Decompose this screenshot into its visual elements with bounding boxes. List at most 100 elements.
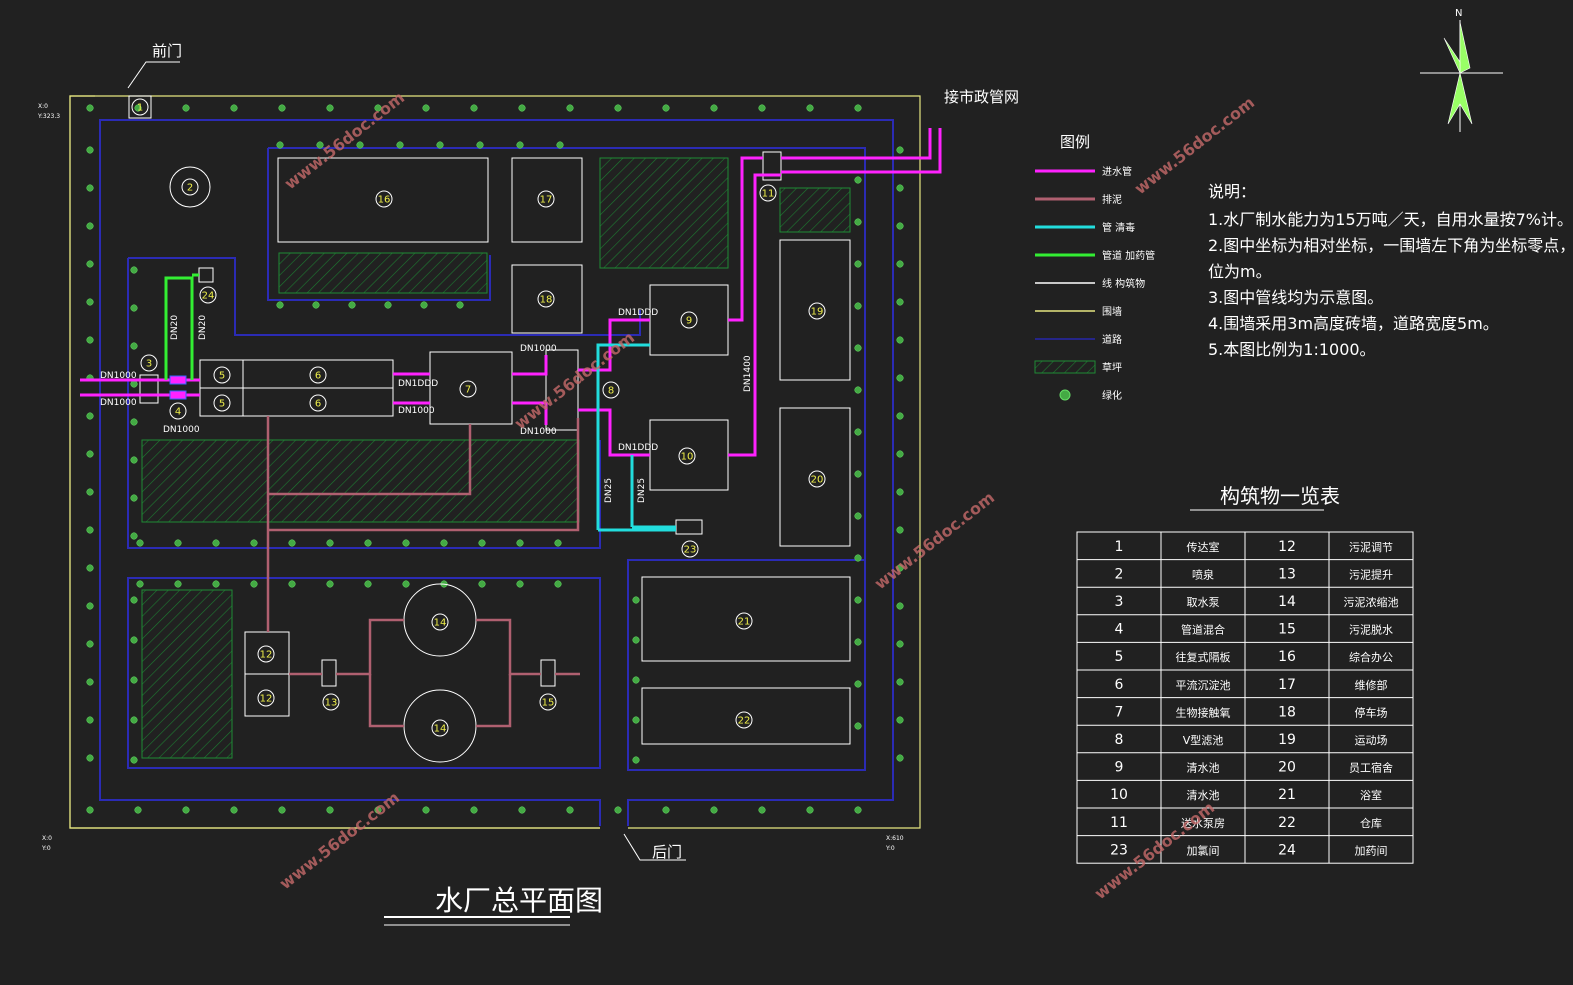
tree-symbol xyxy=(316,141,324,149)
tree-symbol xyxy=(230,104,238,112)
tree-symbol xyxy=(896,184,904,192)
tree-symbol xyxy=(86,526,94,534)
tree-symbol xyxy=(896,336,904,344)
table-cell: 2 xyxy=(1115,566,1124,582)
tree-symbol xyxy=(710,104,718,112)
legend-label: 排泥 xyxy=(1102,193,1122,206)
enclosure-wall-outline xyxy=(69,95,921,829)
structure-number: 6 xyxy=(315,371,321,382)
tree-symbol xyxy=(896,298,904,306)
structure-marker: 5 xyxy=(213,366,231,384)
tree-symbol xyxy=(130,418,138,426)
table-cell: 清水池 xyxy=(1187,762,1220,775)
structure-number: 22 xyxy=(738,716,751,727)
coord-label: Y:0 xyxy=(41,845,51,852)
tree-symbol xyxy=(854,554,862,562)
table-cell: 送水泵房 xyxy=(1181,816,1225,830)
tree-symbol xyxy=(896,526,904,534)
table-cell: 运动场 xyxy=(1355,733,1388,747)
pipe-label: DN20 xyxy=(170,315,180,340)
structure-marker: 2 xyxy=(181,178,199,196)
tree-symbol xyxy=(854,302,862,310)
drawing-title: 水厂总平面图 xyxy=(384,884,603,926)
tree-symbol xyxy=(86,260,94,268)
tree-symbol xyxy=(86,640,94,648)
tree-symbol xyxy=(896,146,904,154)
tree-symbol xyxy=(364,580,372,588)
tree-symbol xyxy=(632,716,640,724)
structure-marker: 20 xyxy=(808,470,826,488)
tree-symbol xyxy=(130,716,138,724)
structure-number: 14 xyxy=(434,618,447,629)
tree-symbol xyxy=(278,104,286,112)
coord-label: Y:0 xyxy=(885,845,895,852)
tree-symbol xyxy=(86,450,94,458)
tree-symbol xyxy=(230,806,238,814)
table-cell: 停车场 xyxy=(1355,705,1388,719)
table-cell: 传达室 xyxy=(1187,540,1220,554)
tree-symbol xyxy=(182,104,190,112)
table-cell: 4 xyxy=(1115,622,1124,638)
table-cell: 往复式隔板 xyxy=(1176,650,1231,664)
table-cell: 污泥脱水 xyxy=(1349,623,1393,637)
tree-symbol xyxy=(364,539,372,547)
coord-label: Y:323.3 xyxy=(37,113,60,120)
table-cell: 17 xyxy=(1278,677,1296,693)
table-cell: 平流沉淀池 xyxy=(1176,678,1231,692)
tree-symbol xyxy=(130,596,138,604)
tree-symbol xyxy=(436,141,444,149)
tree-symbol xyxy=(896,374,904,382)
note-line: 4.围墙采用3m高度砖墙，道路宽度5m。 xyxy=(1208,314,1499,333)
svg-text:图例: 图例 xyxy=(1060,133,1090,151)
tree-symbol xyxy=(516,539,524,547)
pipe-label: DN1DDD xyxy=(618,443,658,453)
tree-symbol xyxy=(476,141,484,149)
structure-number: 11 xyxy=(762,189,775,200)
tree-symbol xyxy=(250,539,258,547)
tree-symbol xyxy=(130,456,138,464)
tree-symbol xyxy=(136,539,144,547)
structure-marker: 1 xyxy=(131,98,149,116)
legend-item: 进水管 xyxy=(1035,165,1132,178)
tree-symbol xyxy=(312,301,320,309)
tree-symbol xyxy=(854,806,862,814)
tree-symbol xyxy=(422,104,430,112)
svg-text:接市政管网: 接市政管网 xyxy=(944,88,1019,106)
table-cell: 加氯间 xyxy=(1187,843,1220,857)
tree-symbol xyxy=(326,104,334,112)
tree-symbol xyxy=(136,580,144,588)
structure-number: 15 xyxy=(542,698,555,709)
tree-symbol xyxy=(614,104,622,112)
tree-symbol xyxy=(288,580,296,588)
legend-item: 道路 xyxy=(1035,333,1122,346)
tree-symbol xyxy=(278,806,286,814)
tree-symbol xyxy=(374,104,382,112)
tree-symbol xyxy=(854,722,862,730)
structure-number: 23 xyxy=(684,545,697,556)
table-cell: 19 xyxy=(1278,732,1296,748)
tree-symbol xyxy=(130,342,138,350)
table-cell: 22 xyxy=(1278,815,1296,831)
legend-item: 草坪 xyxy=(1034,360,1122,374)
table-cell: 维修部 xyxy=(1355,678,1388,692)
pipe-mixers xyxy=(169,375,187,400)
structure-marker: 22 xyxy=(735,711,753,729)
tree-symbol xyxy=(896,260,904,268)
structure-number: 5 xyxy=(219,399,225,410)
structure-marker: 7 xyxy=(459,380,477,398)
svg-text:构筑物一览表: 构筑物一览表 xyxy=(1220,484,1340,508)
tree-symbol xyxy=(456,301,464,309)
table-cell: 6 xyxy=(1115,677,1124,693)
tree-symbol xyxy=(854,344,862,352)
note-line: 3.图中管线均为示意图。 xyxy=(1208,288,1383,307)
table-cell: 14 xyxy=(1278,594,1296,610)
note-line: 2.图中坐标为相对坐标，一围墙左下角为坐标零点，坐标单 xyxy=(1208,236,1573,255)
structure-marker: 19 xyxy=(808,302,826,320)
structure-marker: 16 xyxy=(375,190,393,208)
tree-symbol xyxy=(86,602,94,610)
legend-label: 管 清毒 xyxy=(1102,221,1135,234)
back-gate-label: 后门 xyxy=(623,833,686,861)
tree-symbol xyxy=(896,488,904,496)
